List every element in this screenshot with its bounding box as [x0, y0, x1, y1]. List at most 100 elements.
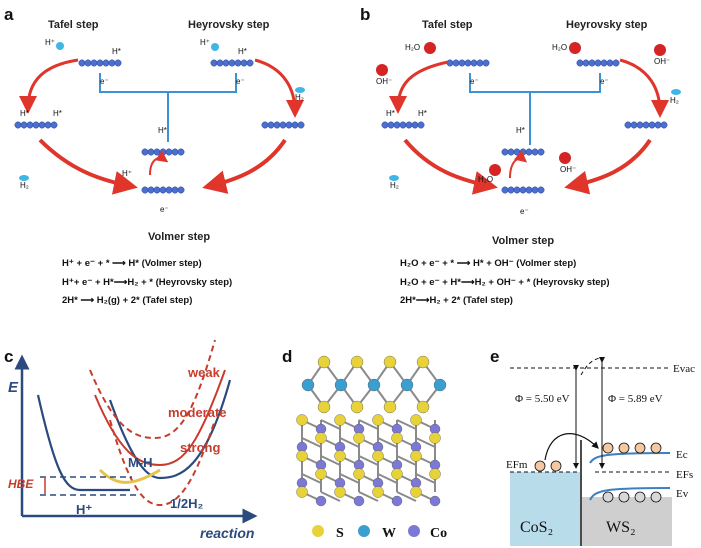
h2-molecule-b2	[671, 89, 681, 95]
weak-curve	[89, 339, 216, 440]
sulfur-atom	[372, 486, 384, 498]
legend-cobalt-marker	[408, 525, 420, 537]
hydroxide-sphere-b3	[559, 152, 571, 164]
surface-atom	[612, 59, 620, 67]
surface-atom	[513, 186, 521, 194]
equation-b3: 2H*⟶H₂ + 2* (Tafel step)	[400, 295, 513, 306]
h2o-b1: H₂O	[405, 43, 420, 52]
sulfur-atom	[383, 400, 397, 414]
h-plus-a1: H⁺	[45, 38, 55, 47]
tungsten-atom	[400, 378, 414, 392]
h2-b2: H₂	[670, 96, 679, 105]
surface-atom	[38, 121, 46, 129]
sulfur-atom	[372, 450, 384, 462]
atom-row-a6	[141, 148, 185, 156]
tungsten-atom	[334, 378, 348, 392]
h-plus-label: H⁺	[76, 502, 92, 517]
surface-atom	[464, 59, 472, 67]
sulfur-atom	[391, 432, 403, 444]
heyrovsky-label-a: Heyrovsky step	[188, 19, 270, 31]
h-ads-a5: H*	[158, 126, 167, 135]
panel-label-c: c	[4, 347, 13, 366]
surface-atom	[32, 121, 40, 129]
panel-label-e: e	[490, 347, 499, 366]
red-arrow-b2	[619, 58, 669, 118]
ec-label: Ec	[676, 449, 688, 461]
surface-atom	[531, 186, 539, 194]
surface-atom	[600, 59, 608, 67]
connector-lines-b	[469, 73, 601, 145]
surface-atom	[177, 148, 185, 156]
h-ads-b2: H*	[418, 109, 427, 118]
surface-atom	[285, 121, 293, 129]
vacuum-bend	[580, 357, 601, 376]
electron-charge	[650, 442, 662, 454]
phi2-label: Φ = 5.89 eV	[608, 393, 663, 405]
surface-atom	[606, 59, 614, 67]
oh-b2: OH⁻	[654, 57, 670, 66]
electron-b1: e⁻	[470, 77, 479, 86]
surface-atom	[165, 186, 173, 194]
ws2-label: WS₂	[606, 519, 636, 536]
surface-atom	[297, 121, 305, 129]
sulfur-atom	[410, 486, 422, 498]
ws2-region	[582, 497, 672, 546]
surface-atom	[588, 59, 596, 67]
atom-row-b6	[501, 148, 545, 156]
surface-atom	[501, 148, 509, 156]
red-arrow-a5	[149, 150, 169, 176]
surface-atom	[273, 121, 281, 129]
red-arrow-b3	[403, 138, 498, 195]
h-ads-b1: H*	[386, 109, 395, 118]
legend-sulfur-marker	[312, 525, 324, 537]
surface-atom	[216, 59, 224, 67]
atom-row-a2	[210, 59, 254, 67]
surface-atom	[141, 148, 149, 156]
sulfur-atom	[296, 486, 308, 498]
legend-sulfur-label: S	[336, 526, 344, 541]
surface-atom	[381, 121, 389, 129]
weak-label: weak	[187, 365, 221, 380]
h2-molecule-b1	[389, 175, 399, 181]
electron-a1: e⁻	[100, 77, 109, 86]
surface-atom	[513, 148, 521, 156]
crystal-structure	[296, 355, 447, 507]
h-ads-a2: H*	[238, 47, 247, 56]
mh-label: M-H	[128, 455, 153, 470]
evac-label: Evac	[673, 363, 695, 375]
cobalt-atom	[429, 495, 441, 507]
atom-row-a1	[78, 59, 122, 67]
surface-atom	[642, 121, 650, 129]
surface-atom	[159, 148, 167, 156]
heyrovsky-label-b: Heyrovsky step	[566, 19, 648, 31]
moderate-label: moderate	[168, 405, 227, 420]
hbe-highlight	[98, 468, 161, 484]
panel-c: c E reaction weak moderate strong M-H HB…	[4, 339, 258, 541]
tungsten-atom	[301, 378, 315, 392]
sulfur-atom	[372, 414, 384, 426]
red-arrow-a2	[254, 58, 304, 118]
surface-atom	[630, 121, 638, 129]
surface-atom	[78, 59, 86, 67]
lattice-bond	[396, 491, 417, 502]
surface-atom	[594, 59, 602, 67]
moderate-curve	[94, 369, 226, 467]
hole-charge	[634, 491, 646, 503]
surface-atom	[507, 148, 515, 156]
surface-atom	[20, 121, 28, 129]
surface-atom	[153, 186, 161, 194]
sulfur-atom	[317, 355, 331, 369]
sulfur-atom	[416, 400, 430, 414]
sulfur-atom	[410, 450, 422, 462]
surface-atom	[147, 186, 155, 194]
equation-a2: H⁺+ e⁻ + H*⟶H₂ + * (Heyrovsky step)	[62, 277, 232, 288]
hole-charge	[618, 491, 630, 503]
h-plus-a2: H⁺	[200, 38, 210, 47]
oh-b1: OH⁻	[376, 77, 392, 86]
surface-atom	[267, 121, 275, 129]
surface-atom	[576, 59, 584, 67]
surface-atom	[234, 59, 242, 67]
tungsten-atom	[367, 378, 381, 392]
sulfur-atom	[429, 468, 441, 480]
sulfur-atom	[383, 355, 397, 369]
